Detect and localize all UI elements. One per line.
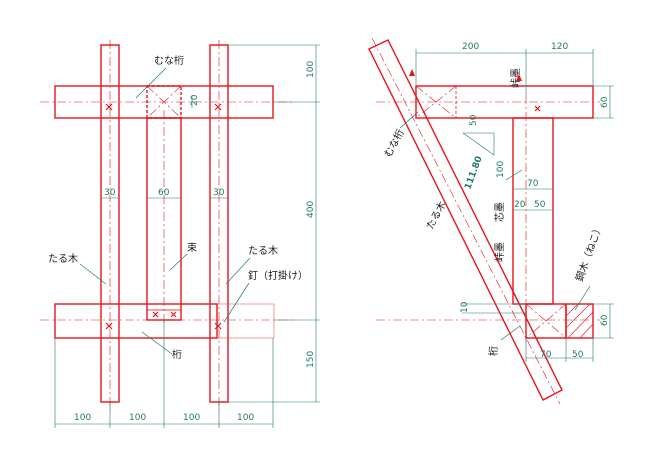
- label-sumi-mid: 峠墨: [494, 242, 506, 262]
- dim-30-right: 30: [213, 188, 225, 198]
- dim-b4: 100: [237, 413, 254, 423]
- plan-view: 30 60 30 20 100 400 150 100 100 100 100 …: [40, 40, 320, 428]
- dim-20: 20: [190, 94, 200, 106]
- dim-b2: 100: [129, 413, 146, 423]
- dim-slope-100: 100: [496, 161, 506, 178]
- dim-bot-70: 70: [540, 350, 552, 360]
- dim-angle: 111.80: [463, 155, 484, 191]
- eave-beam: [54, 303, 218, 339]
- label-shin: 芯墨: [493, 202, 506, 222]
- dim-20-mid: 20: [514, 200, 526, 210]
- dim-top-200: 200: [462, 42, 479, 52]
- label-eave-beam: 桁: [172, 348, 182, 361]
- label-nail: 釘（打掛け）: [248, 269, 308, 282]
- label-section-eave-beam: 桁: [487, 346, 500, 356]
- dim-r60-top: 60: [600, 96, 610, 108]
- dim-v150: 150: [306, 351, 316, 368]
- label-section-ridge-beam: むな桁: [381, 127, 407, 160]
- dim-v400: 400: [306, 201, 316, 218]
- dim-70: 70: [527, 179, 539, 189]
- dim-r60-bot: 60: [600, 314, 610, 326]
- dim-b1: 100: [74, 413, 91, 423]
- dim-top-120: 120: [551, 42, 568, 52]
- dim-50-mid: 50: [534, 200, 546, 210]
- dim-60-post: 60: [158, 188, 170, 198]
- inclined-rafter: [368, 39, 563, 401]
- label-sumi-top: 峠墨: [510, 68, 522, 88]
- label-post: 束: [187, 242, 197, 254]
- dim-30-left: 30: [104, 188, 116, 198]
- label-rafter-left: たる木: [48, 253, 78, 265]
- neko-block: [565, 303, 594, 339]
- dim-bot-50: 50: [572, 350, 584, 360]
- label-rafter-right: たる木: [248, 245, 278, 257]
- dim-b3: 100: [183, 413, 200, 423]
- eave-beam-extension: [216, 303, 275, 339]
- label-section-rafter: たる木: [424, 199, 449, 231]
- section-view: 50 100 111.80 200 120 60 60 70 20 50 10: [368, 37, 614, 405]
- label-ridge-beam: むな桁: [154, 54, 184, 67]
- dim-slope-50: 50: [469, 114, 479, 126]
- dim-10: 10: [460, 301, 470, 313]
- dim-v100: 100: [306, 61, 316, 78]
- label-neko: 鋼木（ねこ）: [573, 222, 606, 283]
- section-post: [512, 117, 554, 305]
- nail-marks: [105, 103, 222, 330]
